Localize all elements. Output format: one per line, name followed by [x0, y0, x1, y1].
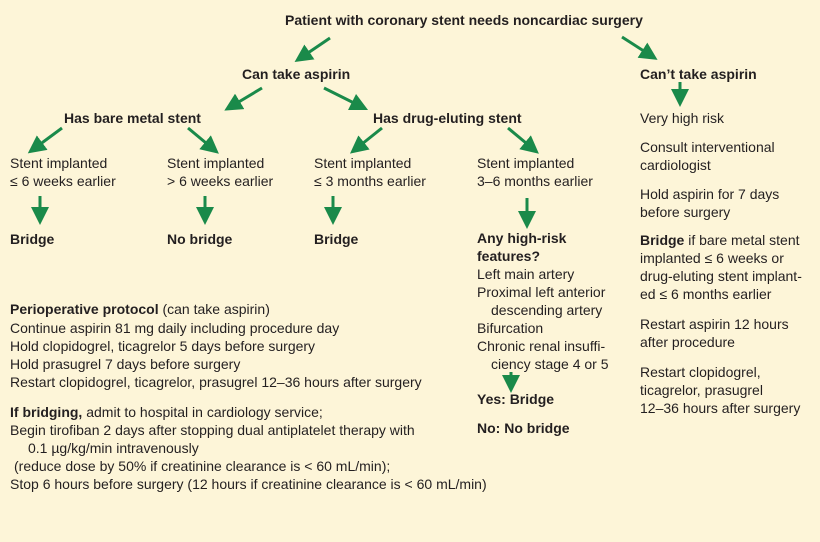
cant-take-aspirin-node: Can’t take aspirin	[640, 66, 757, 82]
bridge-condition-line4: ed ≤ 6 months earlier	[640, 286, 772, 302]
restart-p2y12-line2: ticagrelor, prasugrel	[640, 382, 763, 398]
bare-metal-stent-node: Has bare metal stent	[64, 110, 201, 126]
drug-eluting-stent-node: Has drug-eluting stent	[373, 110, 522, 126]
bridging-line4: (reduce dose by 50% if creatinine cleara…	[14, 458, 391, 474]
restart-aspirin-line1: Restart aspirin 12 hours	[640, 316, 789, 332]
feature-renal-line2: ciency stage 4 or 5	[491, 356, 609, 372]
restart-p2y12-line1: Restart clopidogrel,	[640, 364, 761, 380]
leaf3-line2: ≤ 3 months earlier	[314, 173, 426, 189]
arrow-bms-to-leaf1	[27, 126, 63, 154]
arrow-root-to-cant-take	[621, 35, 658, 60]
consult-line2: cardiologist	[640, 157, 711, 173]
protocol-title-rest: (can take aspirin)	[158, 301, 270, 317]
feature-renal-line1: Chronic renal insuffi-	[477, 338, 606, 354]
high-risk-question-line1: Any high-risk	[477, 230, 567, 246]
bridging-rest: admit to hospital in cardiology service;	[82, 404, 323, 420]
protocol-title-bold: Perioperative protocol	[10, 301, 159, 317]
bridging-line3: 0.1 µg/kg/min intravenously	[28, 440, 199, 456]
leaf3-line1: Stent implanted	[314, 155, 412, 171]
hold-aspirin-line2: before surgery	[640, 204, 731, 220]
bridging-line5: Stop 6 hours before surgery (12 hours if…	[10, 476, 487, 492]
leaf1-line2: ≤ 6 weeks earlier	[10, 173, 116, 189]
protocol-line4: Restart clopidogrel, ticagrelor, prasugr…	[10, 374, 422, 390]
leaf4-line1: Stent implanted	[477, 155, 575, 171]
leaf1-outcome: Bridge	[10, 231, 55, 247]
protocol-line2: Hold clopidogrel, ticagrelor 5 days befo…	[10, 338, 316, 354]
yes-bridge-outcome: Yes: Bridge	[477, 391, 555, 407]
arrow-des-to-leaf3	[349, 126, 383, 154]
no-bridge-outcome: No: No bridge	[477, 420, 570, 436]
bridge-condition-line1: Bridge if bare metal stent	[640, 232, 800, 249]
arrow-root-to-can-take	[294, 36, 331, 63]
bridging-title: If bridging, admit to hospital in cardio…	[10, 404, 323, 421]
bridging-bold: If bridging,	[10, 404, 83, 420]
root-node: Patient with coronary stent needs noncar…	[285, 12, 643, 28]
protocol-line3: Hold prasugrel 7 days before surgery	[10, 356, 241, 372]
feature-lad-line1: Proximal left anterior	[477, 284, 606, 300]
arrow-can-take-to-des	[323, 86, 369, 111]
leaf2-line1: Stent implanted	[167, 155, 265, 171]
bridge-condition-line2: implanted ≤ 6 weeks or	[640, 250, 784, 266]
bridge-bold-label: Bridge	[640, 232, 685, 248]
protocol-title: Perioperative protocol (can take aspirin…	[10, 301, 270, 318]
feature-bifurcation: Bifurcation	[477, 320, 544, 336]
leaf1-line1: Stent implanted	[10, 155, 108, 171]
can-take-aspirin-node: Can take aspirin	[242, 66, 351, 82]
arrow-can-take-to-bms	[224, 86, 263, 111]
bridging-line2: Begin tirofiban 2 days after stopping du…	[10, 422, 415, 438]
protocol-line1: Continue aspirin 81 mg daily including p…	[10, 320, 340, 336]
feature-left-main: Left main artery	[477, 266, 575, 282]
arrow-bms-to-leaf2	[187, 126, 219, 154]
leaf2-outcome: No bridge	[167, 231, 233, 247]
bridge-condition-text: if bare metal stent	[684, 232, 800, 248]
high-risk-question-line2: features?	[477, 248, 541, 264]
hold-aspirin-line1: Hold aspirin for 7 days	[640, 186, 780, 202]
leaf2-line2: > 6 weeks earlier	[167, 173, 274, 189]
restart-aspirin-line2: after procedure	[640, 334, 735, 350]
feature-lad-line2: descending artery	[491, 302, 603, 318]
consult-line1: Consult interventional	[640, 139, 775, 155]
bridge-condition-line3: drug-eluting stent implant-	[640, 268, 802, 284]
leaf4-line2: 3–6 months earlier	[477, 173, 593, 189]
arrow-des-to-leaf4	[507, 126, 539, 154]
restart-p2y12-line3: 12–36 hours after surgery	[640, 400, 801, 416]
leaf3-outcome: Bridge	[314, 231, 359, 247]
very-high-risk: Very high risk	[640, 110, 725, 126]
